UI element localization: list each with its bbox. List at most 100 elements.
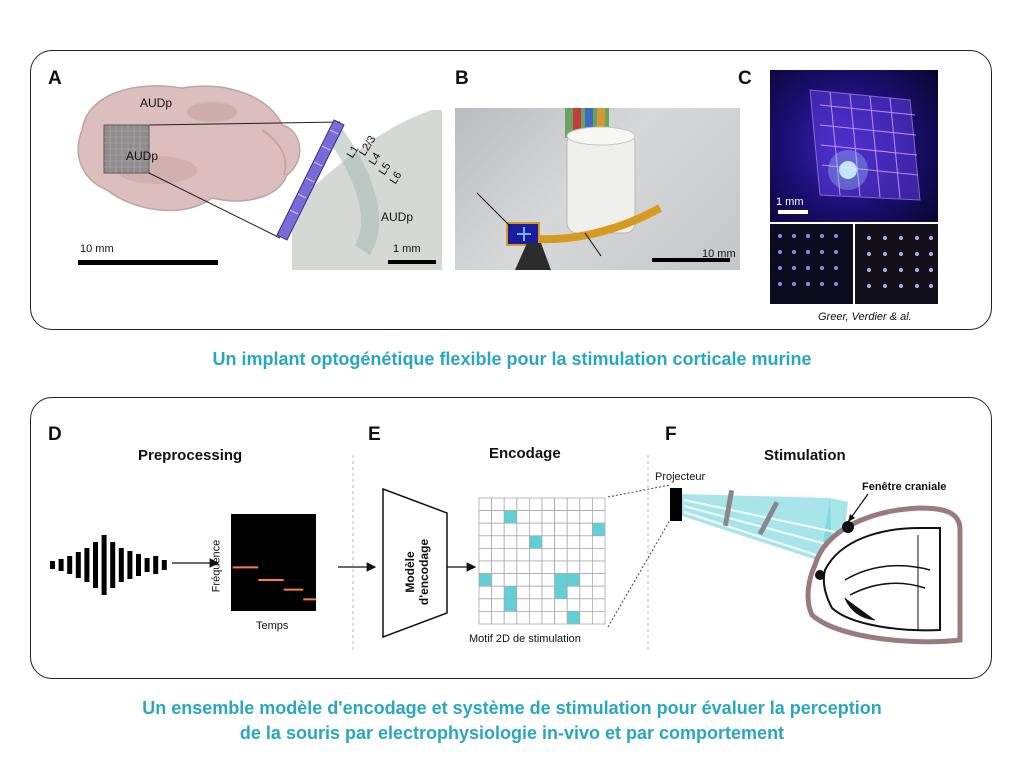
waveform-bar [118, 548, 124, 582]
led-closeup-right [855, 224, 938, 304]
grid-cell [516, 585, 530, 600]
grid-cell [491, 535, 505, 549]
grid-cell [529, 497, 543, 512]
grid-cell [529, 522, 543, 537]
grid-cell-active [503, 598, 518, 612]
scale-label-slice: 1 mm [393, 243, 421, 255]
grid-cell [503, 560, 518, 575]
grid-cell [478, 611, 493, 625]
grid-cell [554, 535, 568, 549]
grid-cell [491, 560, 505, 575]
grid-cell [566, 510, 581, 524]
grid-cell [541, 585, 556, 600]
grid-cell [579, 497, 593, 512]
credit-label: Greer, Verdier & al. [818, 311, 912, 323]
led-array-drawing [778, 89, 921, 214]
grid-cell [491, 611, 505, 625]
grid-cell [516, 548, 530, 562]
grid-cell-active [503, 510, 518, 524]
stimulation-grid-label: Motif 2D de stimulation [469, 633, 581, 645]
waveform-bar [67, 556, 73, 574]
waveform-bar [93, 542, 98, 588]
grid-cell [516, 611, 530, 625]
grid-cell [541, 522, 556, 537]
encoding-model-line2: d'encodage [417, 538, 431, 606]
grid-cell [516, 573, 530, 587]
waveform-bar [136, 554, 141, 576]
region-label-upper: AUDp [140, 96, 173, 110]
waveform-bar [161, 560, 167, 570]
grid-cell [566, 598, 581, 612]
spectrogram-y-label: Fréquence [210, 539, 223, 593]
grid-cell [541, 611, 556, 625]
grid-cell [579, 585, 593, 600]
grid-cell-active [503, 585, 518, 600]
grid-cell [503, 548, 518, 562]
scale-label-photo: 10 mm [702, 248, 736, 260]
grid-cell [529, 548, 543, 562]
grid-cell [491, 573, 505, 587]
panel-label-f: F [665, 424, 677, 445]
bottom-caption: Un ensemble modèle d'encodage et système… [0, 696, 1024, 746]
led-array-photo [770, 70, 938, 222]
waveform-bar [50, 561, 55, 569]
led-closeup-left-dots [778, 234, 838, 286]
stimulation-setup [607, 484, 963, 645]
brain-illustration [77, 85, 442, 270]
spectrogram-x-label: Temps [256, 620, 289, 632]
waveform-bar [127, 551, 133, 579]
grid-cell [554, 497, 568, 512]
waveform-bar [75, 552, 81, 578]
grid-cell [516, 522, 530, 537]
grid-cell [491, 497, 505, 512]
grid-cell [529, 510, 543, 524]
implant-photo-drawing [476, 108, 730, 270]
grid-cell [541, 535, 556, 549]
grid-cell [541, 560, 556, 575]
grid-cell [478, 510, 493, 524]
grid-cell [541, 510, 556, 524]
waveform [50, 535, 167, 595]
grid-cell [579, 611, 593, 625]
grid-cell [503, 535, 518, 549]
waveform-bar [58, 559, 64, 571]
grid-cell [554, 548, 568, 562]
scale-label-led: 1 mm [776, 196, 804, 208]
grid-cell [541, 548, 556, 562]
top-caption: Un implant optogénétique flexible pour l… [212, 349, 812, 369]
encoding-model-label: Modèle d'encodage [403, 537, 431, 607]
grid-cell [554, 598, 568, 612]
grid-cell [516, 560, 530, 575]
title-encodage: Encodage [489, 445, 561, 462]
grid-cell-active [554, 573, 568, 587]
grid-cell [503, 497, 518, 512]
grid-cell [554, 611, 568, 625]
title-stimulation: Stimulation [764, 447, 846, 464]
grid-cell [478, 535, 493, 549]
grid-cell [478, 548, 493, 562]
grid-cell [478, 585, 493, 600]
panel-label-b: B [455, 68, 469, 89]
grid-cell-active [478, 573, 493, 587]
cranial-window-pointer [847, 493, 869, 523]
grid-cell-active [566, 611, 581, 625]
grid-cell [478, 522, 493, 537]
projector-label: Projecteur [655, 471, 706, 483]
grid-cell [579, 560, 593, 575]
grid-cell [516, 497, 530, 512]
led-closeup-left [770, 224, 853, 304]
encoding-model-shape [382, 487, 448, 639]
grid-cell [541, 598, 556, 612]
led-closeup-right-dots [867, 236, 933, 288]
grid-cell [579, 522, 593, 537]
waveform-bar [144, 558, 150, 572]
stimulation-grid [478, 497, 606, 625]
grid-cell [478, 598, 493, 612]
waveform-bar [101, 535, 107, 595]
grid-cell [529, 585, 543, 600]
grid-cell [529, 598, 543, 612]
grid-cell [541, 497, 556, 512]
scale-label-brain: 10 mm [80, 243, 114, 255]
